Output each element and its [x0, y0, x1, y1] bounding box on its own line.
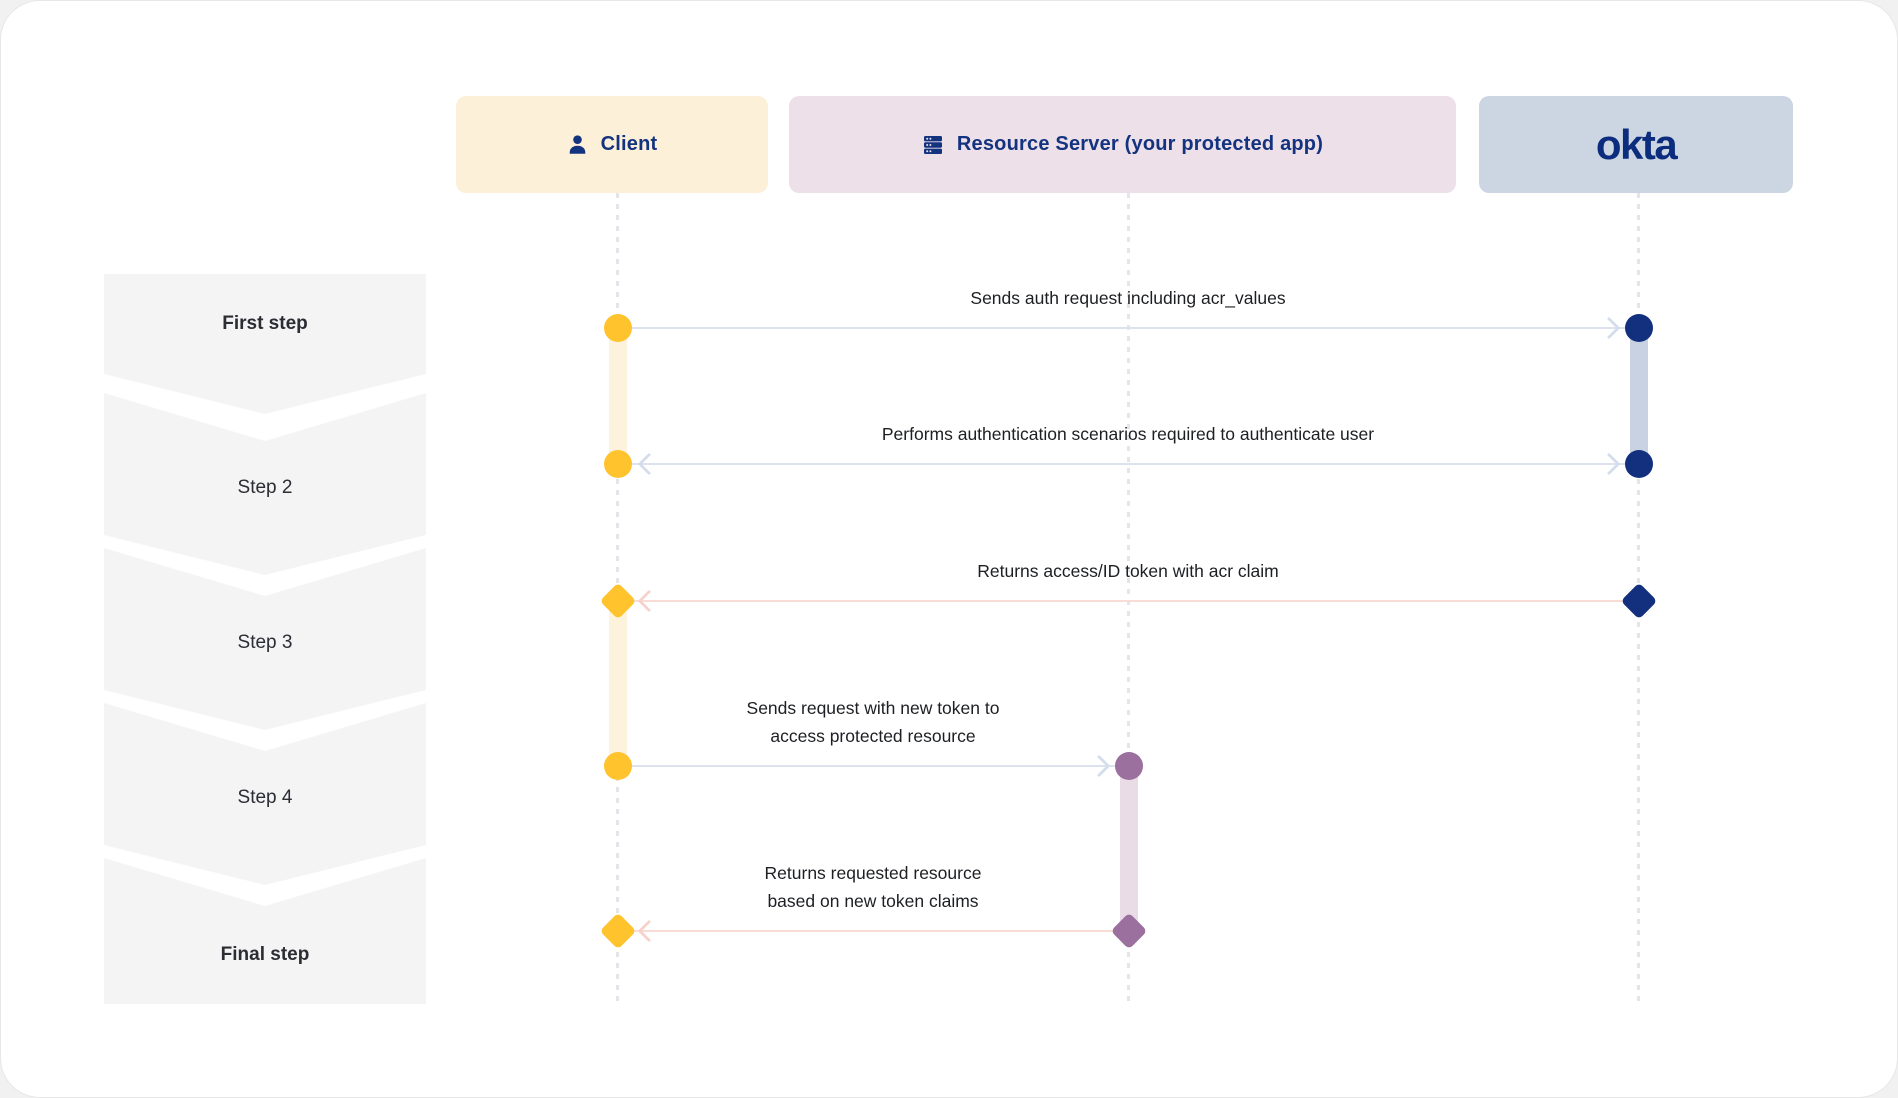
- activation-bar-client-2: [609, 601, 627, 766]
- lane-header-client: Client: [456, 96, 768, 193]
- step-label: Step 4: [237, 787, 293, 808]
- message-1-label: Sends auth request including acr_values: [970, 288, 1286, 308]
- message-4-arrowhead-right-icon: [1087, 754, 1111, 778]
- step-label: First step: [222, 313, 308, 334]
- message-3-line: [618, 599, 1639, 602]
- message-4-line: [618, 764, 1129, 767]
- step-chevron-3: Step 3: [104, 548, 426, 730]
- node-okta-diamond: [1620, 582, 1658, 620]
- message-4-label: Sends request with new token to access p…: [746, 698, 1000, 746]
- node-resource-server-circle: [1115, 752, 1143, 780]
- node-resource-server-diamond: [1110, 912, 1148, 950]
- message-5-arrowhead-left-icon: [637, 919, 661, 943]
- okta-logo: okta: [1595, 120, 1678, 168]
- message-2-line: [618, 462, 1639, 465]
- message-5-label: Returns requested resource based on new …: [764, 863, 982, 911]
- step-label: Step 2: [237, 477, 293, 498]
- message-3-arrowhead-left-icon: [637, 589, 661, 613]
- message-2-arrowhead-left-icon: [637, 452, 661, 476]
- activation-bar-okta: [1630, 328, 1648, 464]
- server-icon: [923, 135, 942, 154]
- message-1-arrowhead-right-icon: [1597, 316, 1621, 340]
- message-2-arrowhead-right-icon: [1597, 452, 1621, 476]
- node-client-circle-1: [604, 314, 632, 342]
- lane-label-resource-server: Resource Server (your protected app): [956, 133, 1324, 155]
- node-okta-circle-1: [1625, 314, 1653, 342]
- activation-bar-client-1: [609, 328, 627, 465]
- node-client-diamond-1: [599, 582, 637, 620]
- step-label: Final step: [220, 944, 310, 965]
- message-1-line: [618, 326, 1639, 329]
- lane-header-okta: okta: [1479, 96, 1793, 193]
- message-5-line: [618, 929, 1129, 932]
- step-label: Step 3: [237, 632, 293, 653]
- node-client-circle-3: [604, 752, 632, 780]
- message-2-label: Performs authentication scenarios requir…: [881, 424, 1375, 444]
- lane-header-resource-server: Resource Server (your protected app): [789, 96, 1456, 193]
- node-client-diamond-2: [599, 912, 637, 950]
- step-chevron-first: First step: [104, 274, 426, 414]
- lane-label-client: Client: [600, 133, 658, 155]
- activation-bar-resource-server: [1120, 766, 1138, 931]
- node-client-circle-2: [604, 450, 632, 478]
- message-3-label: Returns access/ID token with acr claim: [977, 561, 1279, 581]
- step-chevron-2: Step 2: [104, 393, 426, 575]
- person-icon: [569, 135, 585, 154]
- step-chevron-4: Step 4: [104, 703, 426, 885]
- node-okta-circle-2: [1625, 450, 1653, 478]
